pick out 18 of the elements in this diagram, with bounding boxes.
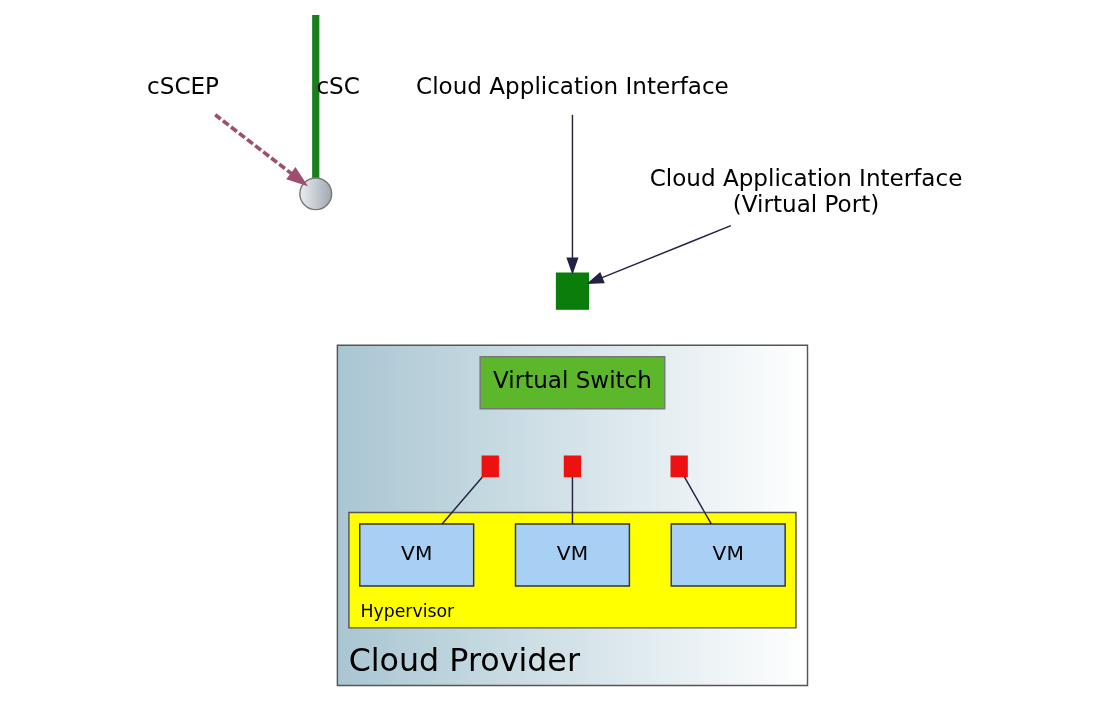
connector [683,476,712,525]
arrow [213,113,308,187]
node-box: VM [358,523,474,587]
arrow [565,114,578,275]
node-text: Cloud Application Interface [415,72,729,99]
connector [440,476,483,525]
node-box: VM [670,523,786,587]
node-box [563,455,581,478]
connector [571,476,573,525]
node-circle [298,177,332,211]
node-box [481,455,499,478]
node-box [555,272,589,310]
arrow [586,224,732,284]
node-text: cSCEP [146,72,219,99]
node-box [670,455,688,478]
node-box: VM [514,523,630,587]
node-text: Cloud Application Interface (Virtual Port) [649,165,962,218]
node-box: Virtual Switch [478,356,665,410]
